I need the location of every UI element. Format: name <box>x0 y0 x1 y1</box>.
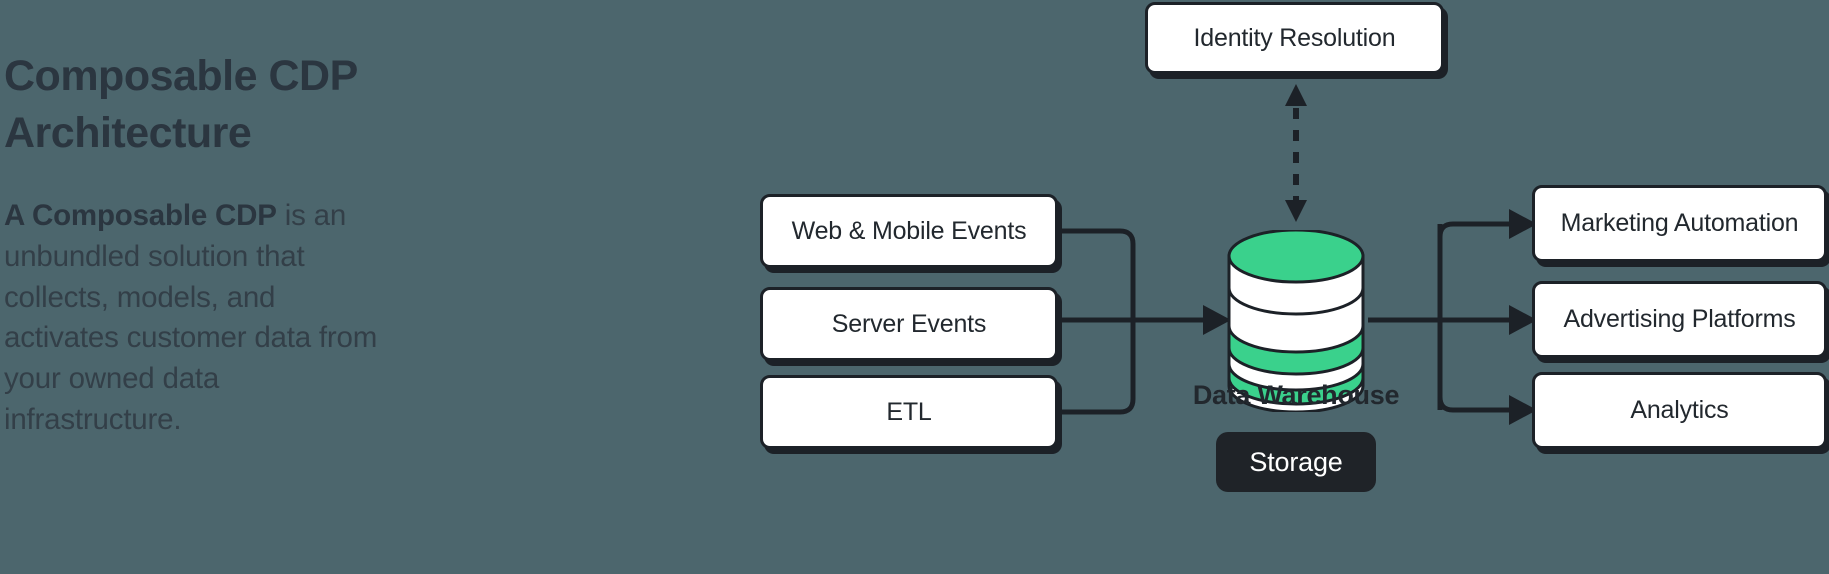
intro-block: Composable CDP Architecture A Composable… <box>4 48 434 441</box>
node-web-mobile-events-label: Web & Mobile Events <box>791 216 1027 245</box>
storage-badge-label: Storage <box>1249 446 1343 477</box>
node-advertising-platforms-label: Advertising Platforms <box>1563 305 1796 333</box>
node-analytics[interactable]: Analytics <box>1532 372 1827 449</box>
intro-paragraph: A Composable CDP is an unbundled solutio… <box>4 196 386 440</box>
node-marketing-automation[interactable]: Marketing Automation <box>1532 185 1827 262</box>
wire-web-to-bus <box>1058 228 1136 320</box>
node-marketing-automation-label: Marketing Automation <box>1560 209 1799 237</box>
node-etl-label: ETL <box>886 397 932 426</box>
intro-paragraph-rest: is an unbundled solution that collects, … <box>4 199 378 436</box>
page-title: Composable CDP Architecture <box>4 52 358 158</box>
wire-etl-to-bus <box>1058 320 1136 415</box>
node-etl[interactable]: ETL <box>760 375 1058 449</box>
node-advertising-platforms[interactable]: Advertising Platforms <box>1532 281 1827 358</box>
intro-paragraph-bold-lead: A Composable CDP <box>4 199 277 233</box>
node-web-mobile-events[interactable]: Web & Mobile Events <box>760 194 1058 268</box>
node-analytics-label: Analytics <box>1630 396 1729 424</box>
node-identity-resolution[interactable]: Identity Resolution <box>1145 2 1444 74</box>
database-cylinder-icon <box>1227 230 1365 412</box>
data-warehouse-label: Data Warehouse <box>1192 380 1400 410</box>
wire-bus-to-analytics <box>1437 395 1537 425</box>
storage-badge: Storage <box>1216 432 1376 492</box>
node-server-events[interactable]: Server Events <box>760 287 1058 361</box>
node-server-events-label: Server Events <box>831 309 987 338</box>
node-identity-resolution-label: Identity Resolution <box>1193 23 1396 52</box>
arrowhead-down-identity <box>1285 200 1307 222</box>
wire-bus-to-marketing <box>1437 224 1520 237</box>
arrowhead-up-identity <box>1285 84 1307 106</box>
